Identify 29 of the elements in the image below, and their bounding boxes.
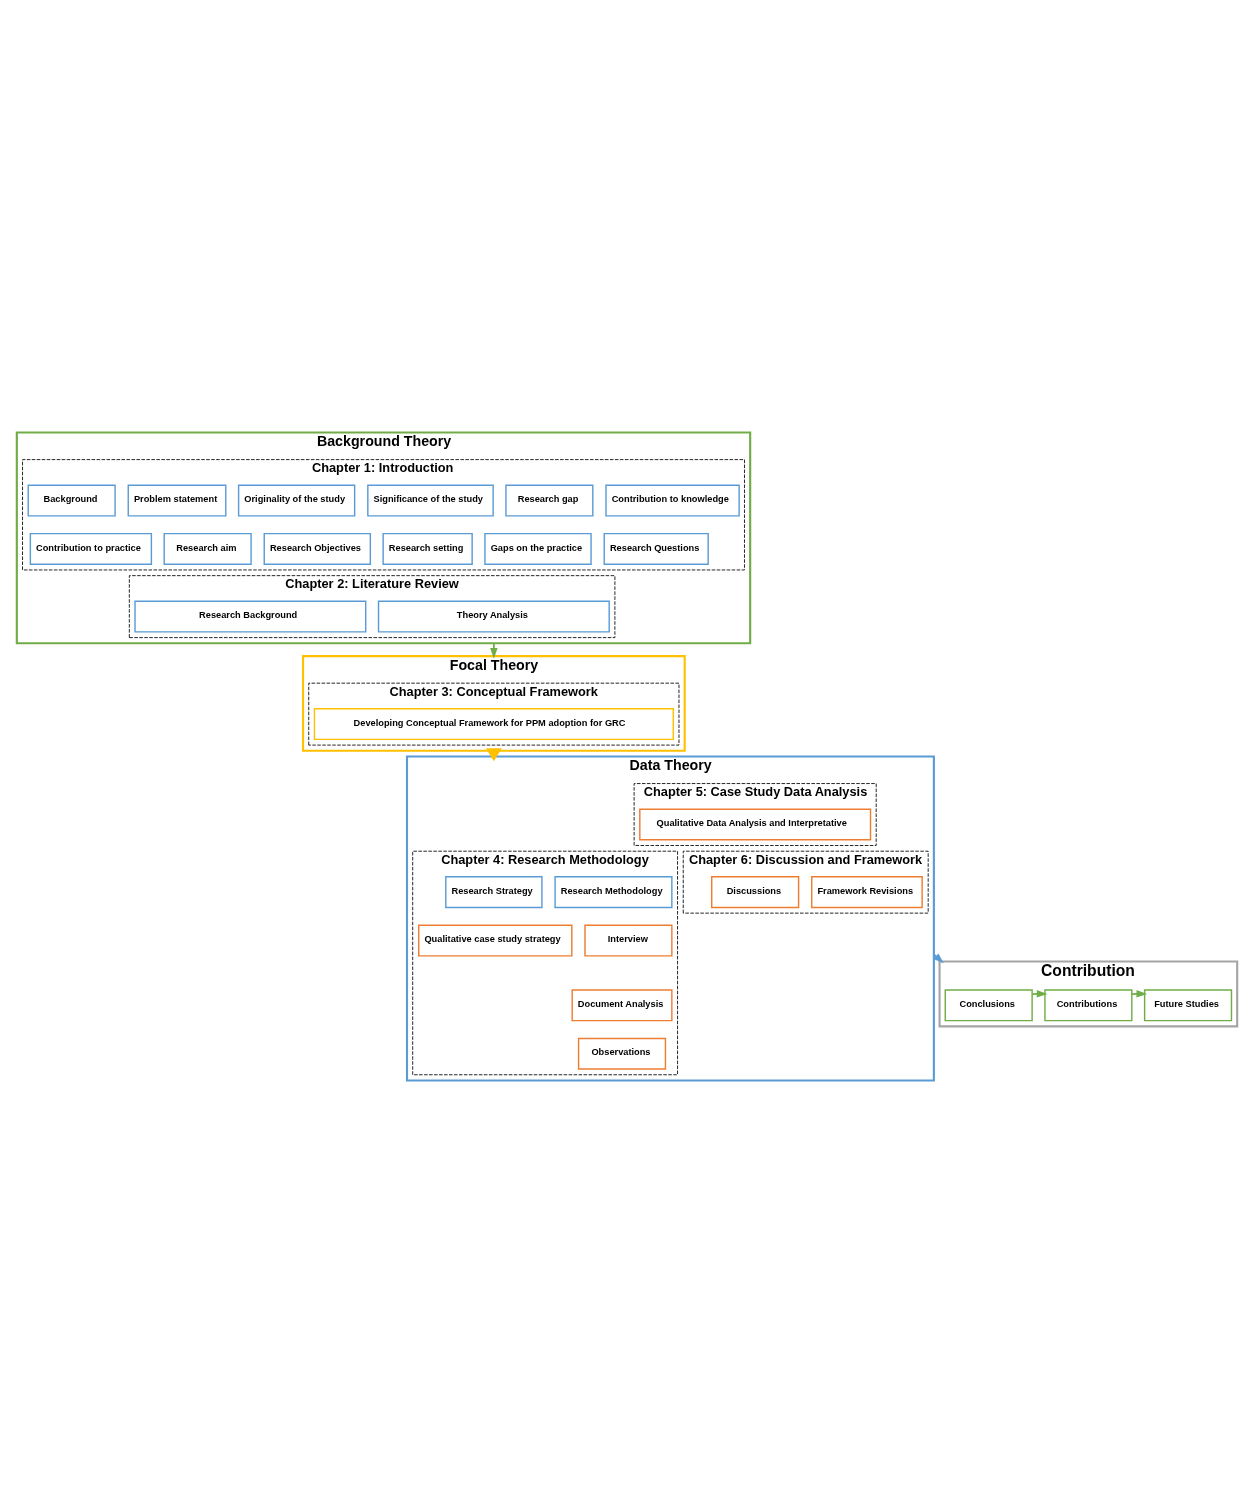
node-box: Qualitative Data Analysis and Interpretative [639,808,872,840]
node-box: Background [27,484,116,517]
node-box: Framework Revisions [811,875,923,908]
node-box: Document Analysis [571,988,673,1021]
arrow [490,641,498,659]
node-box: Observations [577,1037,667,1070]
node-box: Research Objectives [263,532,372,565]
node-box: Research Strategy [445,875,543,908]
node-box: Qualitative case study strategy [418,924,573,957]
node-box: Theory Analysis [377,600,610,633]
node-box: Contribution to practice [29,532,153,565]
node-box: Problem statement [127,484,227,517]
node-box: Significance of the study [367,484,494,517]
node-box: Discussions [711,875,800,908]
node-box: Contribution to knowledge [605,484,740,517]
node-box: Research gap [505,484,594,517]
arrow [1031,989,1048,998]
node-box: Research Background [134,600,367,633]
node-box: Originality of the study [237,484,356,517]
node-box: Conclusions [944,988,1033,1021]
node-box: Interview [584,924,673,957]
node-box: Future Studies [1143,988,1233,1021]
node-box: Research Questions [603,532,709,565]
node-box: Research Methodology [554,875,673,908]
node-box: Contributions [1044,988,1133,1021]
node-box: Gaps on the practice [484,532,592,565]
node-box: Research aim [163,532,252,565]
node-box: Research setting [382,532,473,565]
node-box: Developing Conceptual Framework for PPM adoption for GRC [313,707,674,740]
